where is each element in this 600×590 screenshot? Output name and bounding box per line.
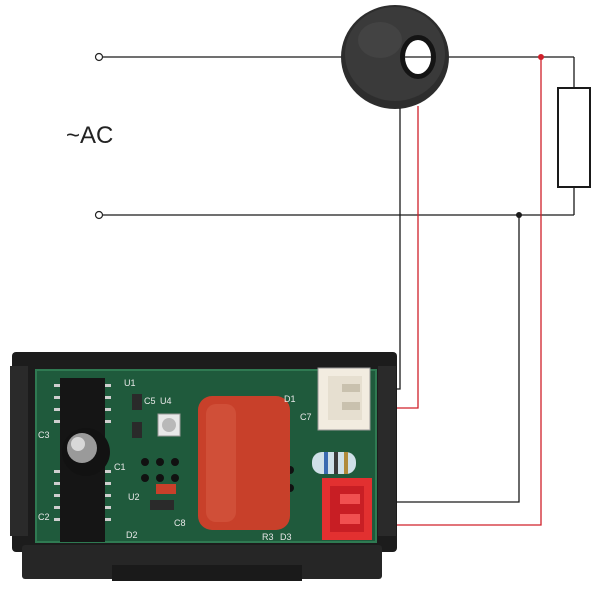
- current-transformer: [341, 5, 449, 109]
- supply-wire-red: [368, 57, 542, 526]
- load-resistor: [557, 87, 591, 188]
- pcb-resistor: [312, 452, 356, 474]
- label-d2: D2: [126, 530, 138, 540]
- ic-pins-right: [105, 384, 111, 521]
- electrolytic-capacitor-shine: [71, 437, 85, 451]
- pcb-highlight: [35, 369, 377, 543]
- label-u4: U4: [160, 396, 172, 406]
- meter-module: U1 C5 U4 C3 C2 C1 U2 C8 D2 D1 R3 D3 C7: [10, 352, 397, 581]
- supply-wire-black: [368, 215, 520, 503]
- label-c5: C5: [144, 396, 156, 406]
- film-capacitor-shade: [206, 404, 236, 522]
- supply-connector: [322, 478, 372, 540]
- label-c1: C1: [114, 462, 126, 472]
- ct-connector: [317, 367, 371, 431]
- trimmer-knob: [162, 418, 176, 432]
- meter-housing-tab: [112, 565, 302, 581]
- ac-terminal-top: [94, 52, 104, 62]
- label-d3: D3: [280, 532, 292, 542]
- ac-terminal-bottom: [94, 210, 104, 220]
- ac-source-label: ~AC: [66, 122, 114, 149]
- meter-housing-right: [378, 366, 396, 536]
- label-c7: C7: [300, 412, 312, 422]
- smd-component-1: [132, 394, 142, 410]
- diode-d2: [156, 484, 176, 494]
- smd-component-3: [150, 500, 174, 510]
- label-r3: R3: [262, 532, 274, 542]
- label-c8: C8: [174, 518, 186, 528]
- ct-wire-black: [372, 108, 401, 390]
- label-c2: C2: [38, 512, 50, 522]
- meter-housing-left: [10, 366, 28, 536]
- ic-pins-left: [54, 384, 60, 521]
- label-d1: D1: [284, 394, 296, 404]
- label-u1: U1: [124, 378, 136, 388]
- label-c3: C3: [38, 430, 50, 440]
- smd-component-2: [132, 422, 142, 438]
- label-u2: U2: [128, 492, 140, 502]
